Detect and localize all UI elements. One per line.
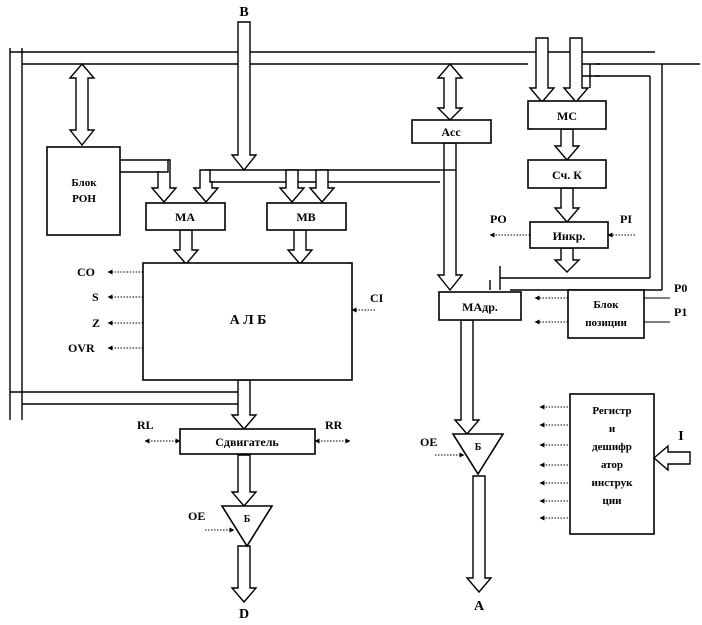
ma-block: MA xyxy=(145,202,226,231)
acc-madr-bus xyxy=(436,142,464,292)
alu-shifter-arrow xyxy=(230,379,258,431)
shifter-buffer-arrow xyxy=(230,454,258,508)
alu-flag-arrows xyxy=(107,269,143,351)
left-bus xyxy=(9,48,23,420)
buffer-left-label: Б xyxy=(244,514,251,525)
mc-label: MC xyxy=(557,109,577,123)
shifter-label: Сдвигатель xyxy=(215,435,279,449)
output-d-label: D xyxy=(239,607,249,622)
buffer-left: Б xyxy=(220,505,274,548)
flag-z-label: Z xyxy=(92,316,100,330)
acc-block: Acc xyxy=(411,119,492,144)
shifter-block: Сдвигатель xyxy=(179,428,316,455)
position-block: Блок позиции xyxy=(567,289,645,339)
b-input-arrow xyxy=(230,21,258,172)
output-a-label: A xyxy=(474,599,485,614)
madr-buffer-arrow xyxy=(453,319,481,436)
ron-label-line1: Блок xyxy=(71,177,97,189)
input-p0-label: P0 xyxy=(674,281,687,295)
input-ci-label: CI xyxy=(370,291,384,305)
ron-bus-arrow xyxy=(68,62,96,147)
incr-label: Инкр. xyxy=(553,229,586,243)
acc-label: Acc xyxy=(441,125,461,139)
alu-return-bus xyxy=(10,391,238,405)
position-label-line1: Блок xyxy=(593,299,619,311)
reg-line-4: атор xyxy=(601,459,623,471)
input-b-label: B xyxy=(239,5,248,20)
ron-block: Блок РОН xyxy=(46,146,121,236)
input-i-label: I xyxy=(678,429,683,444)
mb-block: MB xyxy=(266,202,347,231)
oe-left-label: OE xyxy=(188,509,205,523)
i-input-arrow xyxy=(652,444,691,472)
mb-label: MB xyxy=(296,210,315,224)
buffer-right: Б xyxy=(451,433,505,476)
reg-line-2: и xyxy=(609,423,616,435)
flag-co-label: CO xyxy=(77,265,95,279)
acc-bus-arrow xyxy=(436,62,464,121)
ma-label: MA xyxy=(175,210,195,224)
buffer-right-label: Б xyxy=(475,442,482,453)
a-output-arrow xyxy=(465,475,493,594)
d-output-arrow xyxy=(230,545,258,604)
position-label-line2: позиции xyxy=(585,317,627,329)
oe-right-label: OE xyxy=(420,435,437,449)
counter-block: Сч. К xyxy=(527,159,607,189)
ron-ma-bus xyxy=(120,159,178,204)
incr-block: Инкр. xyxy=(529,221,609,249)
madr-label: MAдр. xyxy=(462,300,498,314)
reg-line-1: Регистр xyxy=(592,405,631,417)
mb-alu-arrow xyxy=(286,229,314,266)
flag-ovr-label: OVR xyxy=(68,341,95,355)
incr-madr-path xyxy=(489,266,501,290)
madr-block: MAдр. xyxy=(438,291,522,321)
alu-block: А Л Б xyxy=(142,262,353,381)
reg-line-3: дешифр xyxy=(592,441,632,453)
ma-alu-arrow xyxy=(172,229,200,266)
mc-input-arrows xyxy=(528,37,600,104)
top-bus xyxy=(10,51,700,65)
input-pi-label: PI xyxy=(620,212,632,226)
output-po-label: PO xyxy=(490,212,507,226)
reg-line-5: инструк xyxy=(592,477,634,489)
reg-line-6: ции xyxy=(602,495,622,507)
input-rl-label: RL xyxy=(137,418,154,432)
instruction-register-block: Регистр и дешифр атор инструк ции xyxy=(569,393,655,535)
ron-label-line2: РОН xyxy=(72,193,96,205)
flag-s-label: S xyxy=(92,290,99,304)
counter-label: Сч. К xyxy=(552,168,582,182)
b-distribution-bus xyxy=(192,169,440,204)
decoder-output-arrows xyxy=(539,404,568,521)
mc-block: MC xyxy=(527,100,607,130)
input-p1-label: P1 xyxy=(674,305,687,319)
alu-label: А Л Б xyxy=(230,313,267,328)
mc-chain-arrows xyxy=(553,128,581,273)
input-rr-label: RR xyxy=(325,418,343,432)
